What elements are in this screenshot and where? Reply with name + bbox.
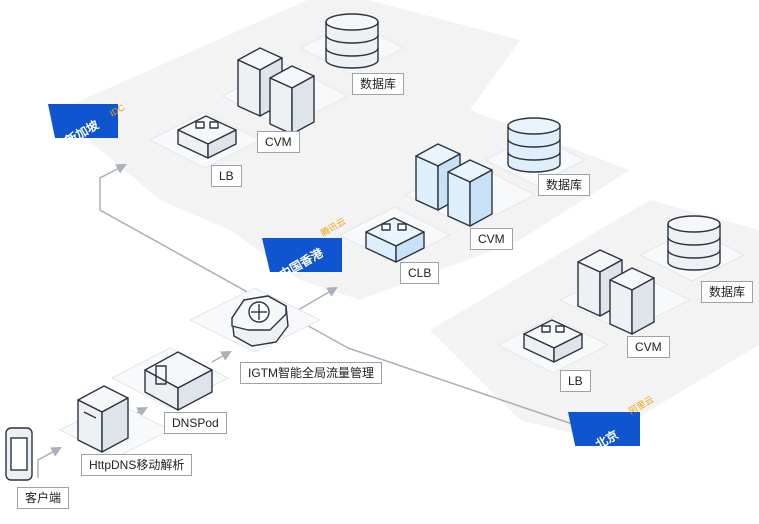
cvm-icon	[415, 143, 493, 227]
database-icon	[325, 13, 379, 69]
hongkong-db-label: 数据库	[538, 174, 591, 196]
client-label: 客户端	[17, 487, 70, 509]
dnspod-label: DNSPod	[164, 412, 227, 434]
beijing-lb-label: LB	[560, 370, 591, 392]
hongkong-clb-label: CLB	[400, 262, 440, 284]
flow-line-igtm-to-singapore	[99, 164, 349, 349]
hongkong-cvm-label: CVM	[470, 228, 513, 250]
database-icon	[507, 117, 561, 173]
cvm-icon	[237, 47, 315, 135]
httpdns-label: HttpDNS移动解析	[81, 454, 193, 476]
igtm-icon	[231, 295, 289, 347]
phone-icon	[5, 427, 33, 481]
lb-icon	[177, 115, 237, 159]
beijing-cvm-label: CVM	[627, 336, 670, 358]
singapore-cvm-label: CVM	[257, 131, 300, 153]
beijing-db-label: 数据库	[701, 281, 754, 303]
server-icon	[77, 385, 129, 453]
cvm-icon	[577, 249, 655, 335]
singapore-db-label: 数据库	[352, 73, 405, 95]
igtm-label: IGTM智能全局流量管理	[240, 362, 382, 384]
lb-icon	[523, 319, 583, 363]
flow-line-igtm-to-beijing	[347, 347, 592, 433]
flow-line-client-to-httpdns	[37, 446, 62, 478]
flow-line-dnspod-to-igtm	[211, 350, 232, 363]
dnspod-icon	[144, 351, 213, 411]
clb-icon	[365, 217, 425, 263]
flow-line-igtm-to-hongkong	[297, 286, 338, 311]
singapore-lb-label: LB	[211, 165, 242, 187]
database-icon	[667, 215, 721, 271]
